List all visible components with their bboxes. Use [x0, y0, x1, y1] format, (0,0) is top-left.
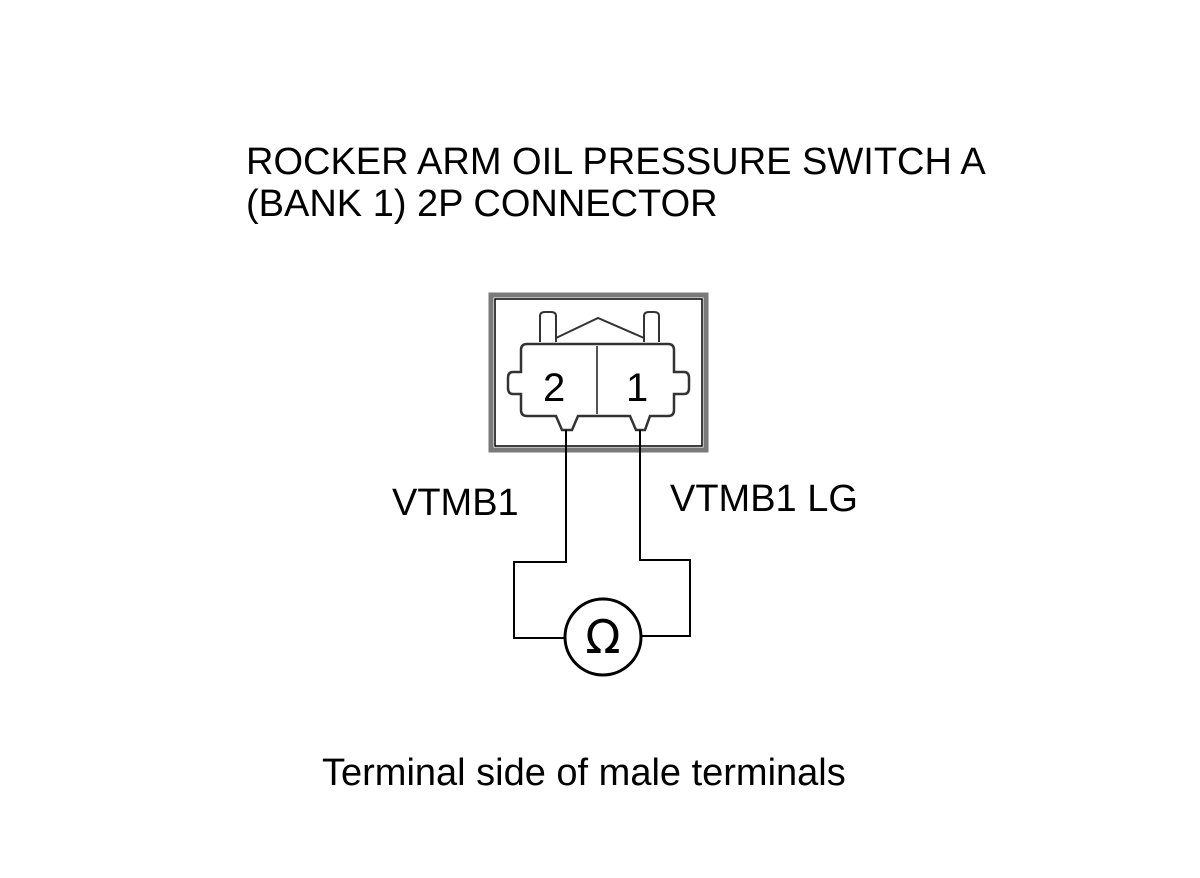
connector-body — [506, 342, 691, 432]
pin-1-number: 1 — [626, 366, 648, 410]
wire-label-pin-2: VTMB1 — [392, 482, 519, 524]
wire-pin-2 — [513, 430, 567, 639]
wire-pin-1 — [639, 430, 691, 637]
pin-2-number: 2 — [543, 366, 565, 410]
wire-label-pin-1: VTMB1 LG — [670, 478, 858, 520]
connector-latch — [539, 311, 660, 342]
diagram-caption: Terminal side of male terminals — [322, 752, 846, 794]
diagram-title: ROCKER ARM OIL PRESSURE SWITCH A (BANK 1… — [246, 141, 986, 225]
title-line-1: ROCKER ARM OIL PRESSURE SWITCH A — [246, 141, 986, 183]
test-circuit-wires — [513, 430, 691, 639]
ohmmeter-icon: Ω — [563, 597, 643, 677]
ohm-symbol: Ω — [585, 610, 620, 664]
title-line-2: (BANK 1) 2P CONNECTOR — [246, 183, 718, 225]
